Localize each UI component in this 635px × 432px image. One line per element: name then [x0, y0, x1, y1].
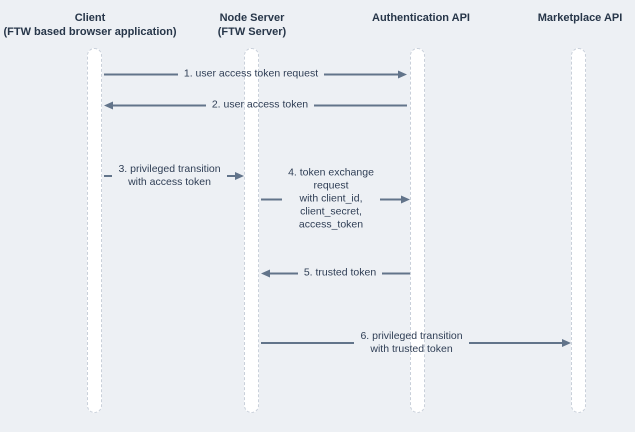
message-line [226, 175, 236, 177]
actor-node-server-name: Node Server [219, 12, 285, 24]
message-5-trusted-token: 5. trusted token [261, 266, 411, 280]
message-line [104, 73, 178, 75]
message-line [261, 342, 355, 344]
message-line [379, 198, 402, 200]
lifeline-client [87, 48, 102, 413]
lifeline-marketplace-api [571, 48, 586, 413]
message-1-user-access-token-request: 1. user access token request [104, 68, 407, 81]
message-1-label: 1. user access token request [183, 67, 319, 80]
arrowhead-left-icon [104, 101, 113, 109]
message-line [382, 272, 411, 274]
message-line [270, 272, 298, 274]
actor-marketplace-api-name: Marketplace API [537, 12, 623, 24]
arrowhead-right-icon [235, 172, 245, 180]
arrowhead-right-icon [562, 339, 572, 347]
actor-node-server: Node Server (FTW Server) [218, 11, 286, 39]
actor-marketplace-api: Marketplace API [538, 11, 623, 25]
arrowhead-left-icon [261, 269, 270, 277]
message-6-label: 6. privileged transition with trusted to… [360, 330, 463, 355]
message-2-user-access-token: 2. user access token [104, 99, 407, 112]
lifeline-authentication-api [410, 48, 425, 413]
actor-client-name: Client [74, 12, 106, 24]
message-line [468, 342, 563, 344]
message-4-token-exchange-request: 4. token exchange request with client_id… [261, 166, 411, 232]
message-3-label: 3. privileged transition with access tok… [118, 163, 221, 188]
message-line [314, 104, 407, 106]
message-6-privileged-transition-trusted: 6. privileged transition with trusted to… [261, 330, 572, 356]
actor-authentication-api-name: Authentication API [372, 12, 470, 24]
arrowhead-right-icon [401, 195, 411, 203]
actor-client-subtitle: (FTW based browser application) [3, 26, 177, 38]
lifeline-node-server [244, 48, 259, 413]
actor-client: Client (FTW based browser application) [4, 11, 177, 39]
message-line [113, 104, 206, 106]
message-2-label: 2. user access token [211, 98, 309, 111]
actor-authentication-api: Authentication API [372, 11, 470, 25]
arrowhead-right-icon [398, 70, 407, 78]
actor-node-server-subtitle: (FTW Server) [217, 26, 287, 38]
message-4-label: 4. token exchange request with client_id… [288, 166, 374, 231]
message-5-label: 5. trusted token [303, 266, 377, 279]
message-line [261, 198, 283, 200]
message-line [104, 175, 113, 177]
message-3-privileged-transition: 3. privileged transition with access tok… [104, 163, 245, 189]
message-line [324, 73, 398, 75]
